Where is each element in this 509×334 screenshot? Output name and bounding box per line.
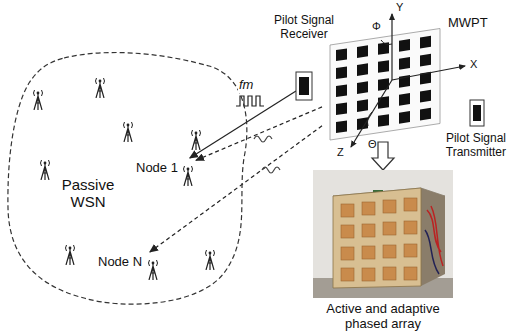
node-label: Passive WSN [48, 176, 128, 211]
pilot-receiver: Pilot Signal Receiver [296, 72, 312, 100]
mwpt-array: MWPT [322, 20, 444, 142]
sensor-antennas [34, 78, 215, 270]
node-label: Pilot Signal Receiver [264, 14, 344, 42]
axis-label: X [470, 58, 477, 71]
power-beam-arrow [196, 107, 322, 160]
wsn-cloud: Passive WSN Node 1 Node N [4, 48, 254, 310]
node-label: Pilot Signal Transmitter [410, 132, 506, 160]
node-label: Node 1 [136, 161, 178, 176]
node-label: MWPT [448, 16, 488, 31]
power-beam-arrow [150, 126, 322, 252]
axis-label: Y [396, 1, 403, 14]
cloud-boundary [8, 53, 247, 305]
node-label: Node N [98, 255, 142, 270]
axis-label: Θ [368, 138, 377, 151]
wave-packet [262, 167, 280, 173]
antenna-array-grid [330, 29, 440, 141]
transmitter-patch [470, 100, 484, 126]
coordinate-axes [351, 14, 465, 147]
phased-array-photo [313, 170, 453, 298]
pulse-train [236, 96, 264, 106]
phased-array-photo: Active and adaptive phased array [313, 170, 453, 330]
axis-label: Z [337, 146, 344, 159]
pilot-transmitter: Pilot Signal Transmitter [470, 100, 484, 126]
sensor-node: Node 1 [136, 158, 196, 188]
signal-label: fm [238, 78, 254, 93]
antenna-icon [147, 258, 159, 280]
wave-packet [254, 136, 272, 142]
sensor-node: Node N [98, 252, 161, 282]
node-label: Active and adaptive phased array [313, 302, 453, 332]
cloud-outline [4, 48, 254, 310]
axis-label: Φ [372, 20, 381, 33]
antenna-icon [182, 164, 194, 186]
receiver-patch [296, 72, 312, 100]
